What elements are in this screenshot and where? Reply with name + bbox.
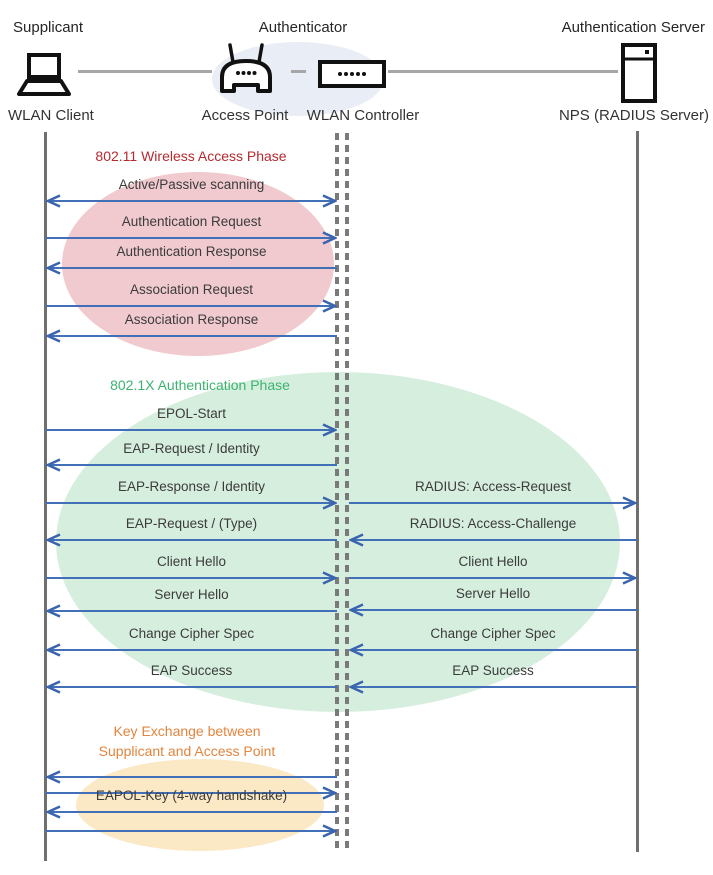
left-arrow-icon [349, 533, 637, 547]
lifeline-wlan-controller-left [335, 133, 339, 849]
message-authentication-response: Authentication Response [46, 243, 337, 275]
message-association-response: Association Response [46, 311, 337, 343]
double-arrow-icon [46, 194, 337, 208]
message-active-passive-scanning: Active/Passive scanning [46, 176, 337, 208]
message-label [46, 752, 337, 770]
message-label: Change Cipher Spec [430, 626, 556, 641]
right-arrow-icon [46, 824, 337, 838]
message-label: Server Hello [154, 587, 229, 602]
message-label: Active/Passive scanning [118, 177, 265, 192]
message-eap-success: EAP Success [46, 662, 337, 694]
phase-title-key-exchange-line2: Supplicant and Access Point [98, 743, 276, 759]
role-supplicant: Supplicant [13, 19, 84, 36]
lifeline-nps [636, 131, 639, 852]
phase-ellipse-key-exchange [76, 759, 324, 851]
message-label: EAP Success [150, 663, 233, 678]
message-change-cipher-spec: Change Cipher Spec [46, 625, 337, 657]
lifeline-wlan-controller-right [345, 133, 349, 849]
left-arrow-icon [349, 643, 637, 657]
node-label-access-point: Access Point [201, 107, 289, 124]
wlan-controller-icon [318, 60, 386, 88]
message-client-hello: Client Hello [349, 553, 637, 585]
left-arrow-icon [46, 604, 337, 618]
message-server-hello: Server Hello [46, 586, 337, 618]
message-label [46, 768, 337, 786]
message-label: Association Response [124, 312, 259, 327]
message-eap-request-type: EAP-Request / (Type) [46, 515, 337, 547]
connector-dash [291, 70, 306, 73]
role-authentication-server: Authentication Server [561, 19, 705, 36]
message-label: RADIUS: Access-Challenge [409, 516, 577, 531]
message-association-request: Association Request [46, 281, 337, 313]
message-label: Authentication Request [121, 214, 262, 229]
connector-line [388, 70, 618, 73]
laptop-icon [17, 53, 71, 96]
connector-line [78, 70, 212, 73]
message-eap-request-identity: EAP-Request / Identity [46, 440, 337, 472]
node-label-nps: NPS (RADIUS Server) [558, 107, 709, 124]
message-radius-access-challenge: RADIUS: Access-Challenge [349, 515, 637, 547]
right-arrow-icon [46, 786, 337, 800]
left-arrow-icon [46, 680, 337, 694]
message-change-cipher-spec: Change Cipher Spec [349, 625, 637, 657]
right-arrow-icon [349, 571, 637, 585]
message-arrow [46, 768, 337, 800]
right-arrow-icon [46, 423, 337, 437]
left-arrow-icon [46, 805, 337, 819]
message-server-hello: Server Hello [349, 585, 637, 617]
right-arrow-icon [46, 299, 337, 313]
message-label: EAP Success [452, 663, 534, 678]
phase-title-key-exchange: Key Exchange between Supplicant and Acce… [67, 721, 307, 761]
message-label: EAPOL-Key (4-way handshake) [95, 788, 288, 803]
left-arrow-icon [46, 533, 337, 547]
message-label: Authentication Response [116, 244, 267, 259]
right-arrow-icon [46, 496, 337, 510]
message-eap-success: EAP Success [349, 662, 637, 694]
message-label: EAP-Response / Identity [117, 479, 266, 494]
message-label: Server Hello [455, 586, 531, 601]
left-arrow-icon [46, 770, 337, 784]
phase-ellipse-wireless-access [62, 172, 334, 356]
message-eapol-key-4-way-handshake: EAPOL-Key (4-way handshake) [46, 787, 337, 819]
message-label: RADIUS: Access-Request [414, 479, 572, 494]
message-label: Change Cipher Spec [128, 626, 255, 641]
message-label: Association Request [129, 282, 254, 297]
message-label: Client Hello [458, 554, 528, 569]
access-point-icon [220, 43, 272, 93]
right-arrow-icon [349, 496, 637, 510]
message-client-hello: Client Hello [46, 553, 337, 585]
message-arrow [46, 806, 337, 838]
phase-title-authentication: 802.1X Authentication Phase [110, 377, 290, 393]
message-label: Client Hello [156, 554, 227, 569]
message-label: EAP-Request / (Type) [125, 516, 258, 531]
left-arrow-icon [46, 329, 337, 343]
message-eap-response-identity: EAP-Response / Identity [46, 478, 337, 510]
right-arrow-icon [46, 571, 337, 585]
message-label: EAP-Request / Identity [123, 441, 260, 456]
left-arrow-icon [46, 261, 337, 275]
message-authentication-request: Authentication Request [46, 213, 337, 245]
phase-title-key-exchange-line1: Key Exchange between [113, 723, 261, 739]
left-arrow-icon [349, 680, 637, 694]
message-epol-start: EPOL-Start [46, 405, 337, 437]
server-icon [621, 43, 657, 103]
message-arrow [46, 752, 337, 784]
right-arrow-icon [46, 231, 337, 245]
message-radius-access-request: RADIUS: Access-Request [349, 478, 637, 510]
left-arrow-icon [46, 458, 337, 472]
node-label-wlan-controller: WLAN Controller [306, 107, 420, 124]
phase-title-wireless-access: 802.11 Wireless Access Phase [95, 148, 287, 164]
left-arrow-icon [46, 643, 337, 657]
message-label [46, 806, 337, 824]
lifeline-wlan-client [44, 132, 47, 861]
left-arrow-icon [349, 603, 637, 617]
node-label-wlan-client: WLAN Client [8, 107, 94, 124]
role-authenticator: Authenticator [258, 19, 348, 36]
message-label: EPOL-Start [156, 406, 227, 421]
